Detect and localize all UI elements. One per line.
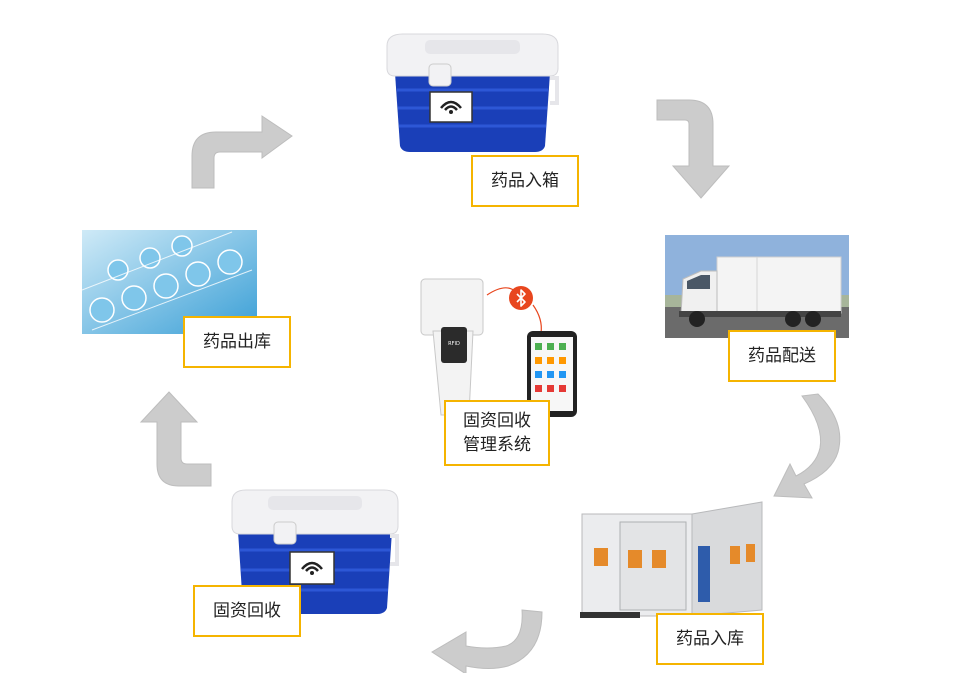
center-line-1: 固资回收 bbox=[463, 411, 531, 431]
label-warehouse-out: 药品出库 bbox=[183, 316, 291, 368]
cooler-box-top-image bbox=[385, 28, 560, 153]
center-system-image: RFID bbox=[415, 275, 585, 420]
arrow-left-top bbox=[190, 112, 295, 192]
label-delivery: 药品配送 bbox=[728, 330, 836, 382]
arrow-bottom bbox=[430, 608, 545, 673]
svg-text:RFID: RFID bbox=[448, 341, 460, 347]
bluetooth-icon bbox=[508, 285, 534, 311]
arrow-top-right bbox=[655, 96, 735, 201]
center-line-2: 管理系统 bbox=[463, 435, 531, 455]
label-warehouse-in: 药品入库 bbox=[656, 613, 764, 665]
label-box-in: 药品入箱 bbox=[471, 155, 579, 207]
truck-image bbox=[665, 235, 849, 338]
arrow-left-bottom bbox=[135, 388, 215, 490]
label-recovery: 固资回收 bbox=[193, 585, 301, 637]
label-center-system: 固资回收 管理系统 bbox=[444, 400, 550, 466]
arrow-right-middle bbox=[772, 392, 850, 502]
cold-storage-chamber-image bbox=[580, 500, 765, 618]
